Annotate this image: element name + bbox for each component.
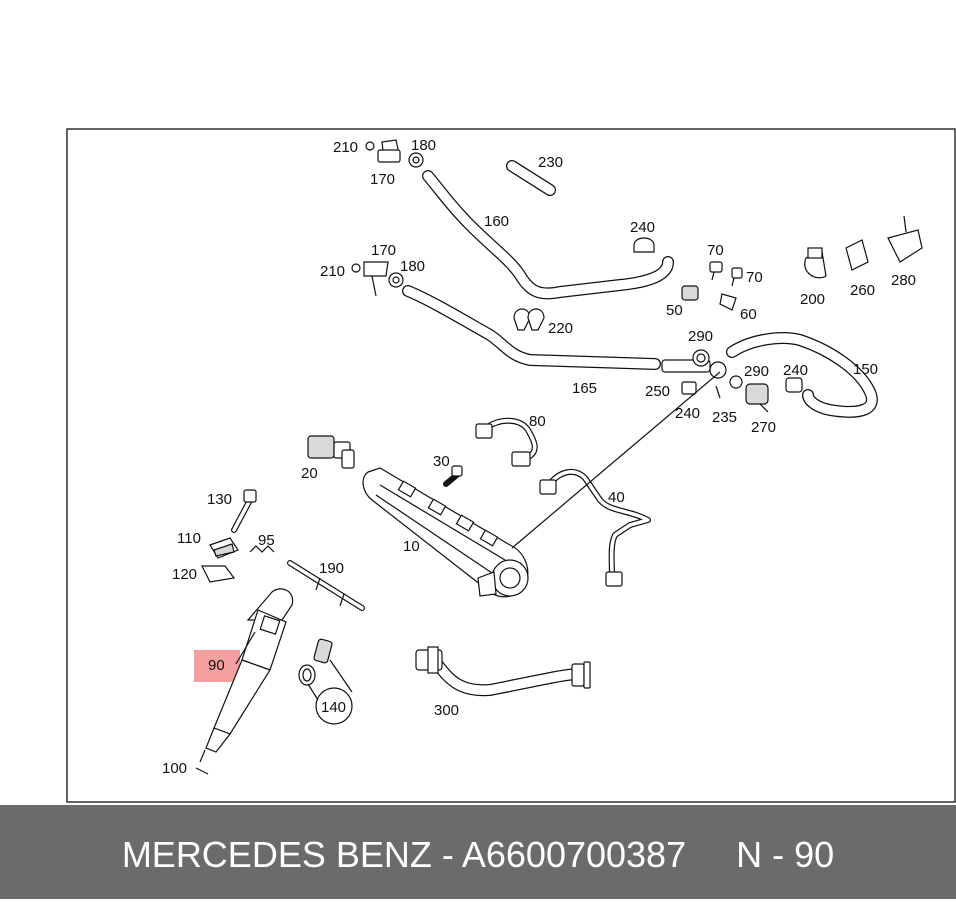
clamp-120[interactable] bbox=[201, 565, 236, 583]
clamp-240-mid[interactable] bbox=[681, 381, 697, 395]
label-20[interactable]: 20 bbox=[301, 465, 318, 482]
bracket-200[interactable] bbox=[804, 247, 827, 279]
clamp-240-top[interactable] bbox=[633, 237, 655, 253]
label-210-upper[interactable]: 210 bbox=[333, 139, 358, 156]
seal-95[interactable] bbox=[249, 545, 275, 553]
fuel-rail-10[interactable] bbox=[362, 467, 529, 598]
footer-text: MERCEDES BENZ - A6600700387 N - 90 bbox=[0, 805, 956, 899]
label-140[interactable]: 140 bbox=[321, 699, 346, 716]
fitting-300-left bbox=[415, 646, 443, 674]
label-70-a[interactable]: 70 bbox=[707, 242, 724, 259]
bracket-280[interactable] bbox=[887, 215, 923, 263]
label-40[interactable]: 40 bbox=[608, 489, 625, 506]
clip-60[interactable] bbox=[719, 293, 737, 311]
leak-line-190[interactable] bbox=[287, 560, 365, 611]
label-300[interactable]: 300 bbox=[434, 702, 459, 719]
line-40[interactable] bbox=[539, 468, 651, 587]
fitting-300-right bbox=[571, 661, 591, 689]
label-240-mid[interactable]: 240 bbox=[675, 405, 700, 422]
pipe-150[interactable] bbox=[726, 332, 878, 418]
label-80[interactable]: 80 bbox=[529, 413, 546, 430]
label-60[interactable]: 60 bbox=[740, 306, 757, 323]
label-170-lower[interactable]: 170 bbox=[371, 242, 396, 259]
bolt-30[interactable] bbox=[443, 465, 463, 487]
label-240-right[interactable]: 240 bbox=[783, 362, 808, 379]
seal-100[interactable] bbox=[195, 767, 209, 775]
clamp-240-right[interactable] bbox=[785, 377, 803, 393]
part-labels: 210 180 170 230 160 240 170 210 180 70 7… bbox=[162, 137, 916, 777]
sensor-50[interactable] bbox=[681, 285, 699, 301]
footer-position: N - 90 bbox=[736, 834, 835, 875]
ring-290[interactable] bbox=[729, 375, 743, 389]
highlight-90 bbox=[194, 650, 240, 682]
label-290-b[interactable]: 290 bbox=[744, 363, 769, 380]
pipe-230[interactable] bbox=[506, 160, 556, 196]
label-90[interactable]: 90 bbox=[208, 657, 225, 674]
label-130[interactable]: 130 bbox=[207, 491, 232, 508]
label-160[interactable]: 160 bbox=[484, 213, 509, 230]
label-235[interactable]: 235 bbox=[712, 409, 737, 426]
clip-220[interactable] bbox=[513, 308, 545, 331]
pipe-165[interactable] bbox=[402, 285, 661, 370]
valve-250[interactable] bbox=[661, 349, 727, 379]
injector-90[interactable] bbox=[199, 588, 294, 763]
bolt-235[interactable] bbox=[715, 385, 721, 399]
label-240-top[interactable]: 240 bbox=[630, 219, 655, 236]
label-180-upper[interactable]: 180 bbox=[411, 137, 436, 154]
label-270[interactable]: 270 bbox=[751, 419, 776, 436]
label-30[interactable]: 30 bbox=[433, 453, 450, 470]
label-110[interactable]: 110 bbox=[177, 530, 201, 547]
label-150[interactable]: 150 bbox=[853, 361, 878, 378]
footer-separator: - bbox=[431, 834, 462, 875]
label-95[interactable]: 95 bbox=[258, 532, 275, 549]
label-200[interactable]: 200 bbox=[800, 291, 825, 308]
diagram-frame bbox=[66, 128, 956, 803]
clamp-110[interactable] bbox=[209, 537, 239, 559]
footer-part-number: A6600700387 bbox=[461, 834, 687, 875]
label-190[interactable]: 190 bbox=[319, 560, 344, 577]
label-165[interactable]: 165 bbox=[572, 380, 597, 397]
label-250[interactable]: 250 bbox=[645, 383, 670, 400]
label-280[interactable]: 280 bbox=[891, 272, 916, 289]
label-180-lower[interactable]: 180 bbox=[400, 258, 425, 275]
bolt-130[interactable] bbox=[231, 489, 257, 533]
label-220[interactable]: 220 bbox=[548, 320, 573, 337]
label-210-lower[interactable]: 210 bbox=[320, 263, 345, 280]
label-260[interactable]: 260 bbox=[850, 282, 875, 299]
bracket-260[interactable] bbox=[845, 239, 869, 271]
seal-ring-140[interactable] bbox=[298, 638, 333, 686]
label-70-b[interactable]: 70 bbox=[746, 269, 763, 286]
sensor-270[interactable] bbox=[745, 383, 769, 413]
label-170-upper[interactable]: 170 bbox=[370, 171, 395, 188]
label-120[interactable]: 120 bbox=[172, 566, 197, 583]
label-50[interactable]: 50 bbox=[666, 302, 683, 319]
label-10[interactable]: 10 bbox=[403, 538, 420, 555]
leader-lines bbox=[235, 371, 721, 701]
label-290-a[interactable]: 290 bbox=[688, 328, 713, 345]
line-80[interactable] bbox=[475, 417, 538, 467]
pipe-160[interactable] bbox=[422, 170, 674, 300]
connector-170-lower[interactable] bbox=[351, 261, 404, 297]
label-230[interactable]: 230 bbox=[538, 154, 563, 171]
pipe-300[interactable] bbox=[432, 659, 586, 697]
footer-bar: MERCEDES BENZ - A6600700387 N - 90 bbox=[0, 805, 956, 899]
bolt-70[interactable] bbox=[709, 261, 743, 287]
pressure-sensor-20[interactable] bbox=[307, 435, 355, 469]
label-circle-140 bbox=[315, 687, 353, 725]
connector-170-upper[interactable] bbox=[365, 139, 424, 168]
label-100[interactable]: 100 bbox=[162, 760, 187, 777]
parts-diagram: 210 180 170 230 160 240 170 210 180 70 7… bbox=[66, 128, 956, 803]
footer-brand: MERCEDES BENZ bbox=[121, 834, 432, 875]
